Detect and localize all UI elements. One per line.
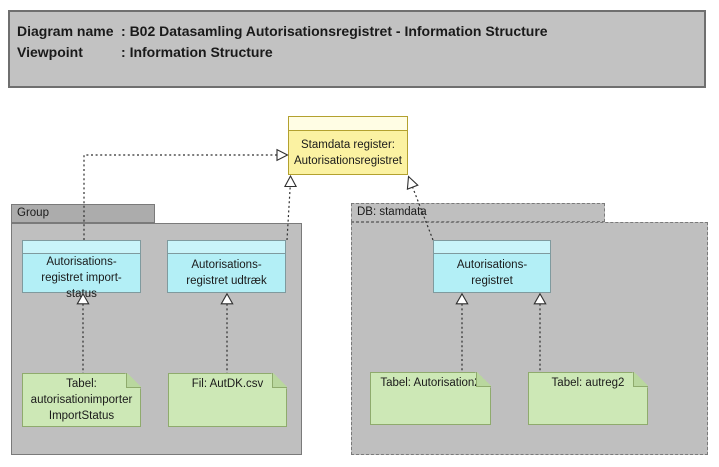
note-tabel-autorisation2[interactable]: Tabel: Autorisation2: [370, 372, 491, 425]
note-fil-autdk-label: Fil: AutDK.csv: [191, 378, 264, 390]
object-stamdata-register-compartment: [289, 117, 407, 131]
diagram-name-row: Diagram name: B02 Datasamling Autorisati…: [17, 21, 704, 42]
group-container-tab[interactable]: Group: [11, 204, 155, 223]
viewpoint-row: Viewpoint: Information Structure: [17, 42, 704, 63]
object-autorisationsregistret-label: Autorisations-registret: [456, 259, 528, 287]
object-autorisationsregistret-udtraek[interactable]: Autorisations-registret udtræk: [167, 240, 286, 293]
note-tabel-importstatus-label: Tabel: autorisationimporter ImportStatus: [30, 378, 133, 422]
hollow-triangle-arrowhead-icon: [283, 174, 298, 188]
hollow-triangle-arrowhead-icon: [406, 175, 419, 191]
group-container-label: Group: [17, 207, 49, 219]
diagram-title-block: Diagram name: B02 Datasamling Autorisati…: [8, 10, 706, 88]
diagram-name-separator: :: [121, 23, 126, 39]
object-autorisationsregistret-compartment: [434, 241, 550, 254]
object-import-status-label: Autorisations-registret import-status: [41, 256, 122, 300]
viewpoint-value: Information Structure: [129, 44, 273, 60]
object-autorisationsregistret-import-status[interactable]: Autorisations-registret import-status: [22, 240, 141, 300]
diagram-name-value: B02 Datasamling Autorisationsregistret -…: [129, 23, 548, 39]
object-stamdata-register[interactable]: Stamdata register: Autorisationsregistre…: [288, 116, 408, 175]
diagram-name-label: Diagram name: [17, 23, 114, 39]
viewpoint-label: Viewpoint: [17, 44, 83, 60]
note-tabel-autorisation2-label: Tabel: Autorisation2: [380, 377, 481, 389]
note-tabel-autreg2[interactable]: Tabel: autreg2: [528, 372, 648, 425]
object-udtraek-label: Autorisations-registret udtræk: [186, 259, 267, 287]
note-tabel-autorisationimporter-importstatus[interactable]: Tabel: autorisationimporter ImportStatus: [22, 373, 141, 427]
db-stamdata-container-tab[interactable]: DB: stamdata: [351, 203, 605, 222]
viewpoint-separator: :: [121, 44, 126, 60]
object-import-status-compartment: [23, 241, 140, 254]
hollow-triangle-arrowhead-icon: [276, 148, 289, 162]
note-fil-autdk-csv[interactable]: Fil: AutDK.csv: [168, 373, 287, 427]
object-autorisationsregistret[interactable]: Autorisations-registret: [433, 240, 551, 293]
object-udtraek-compartment: [168, 241, 285, 254]
object-stamdata-register-label: Stamdata register: Autorisationsregistre…: [293, 138, 403, 167]
db-stamdata-container-label: DB: stamdata: [357, 206, 427, 218]
note-tabel-autreg2-label: Tabel: autreg2: [551, 377, 625, 389]
